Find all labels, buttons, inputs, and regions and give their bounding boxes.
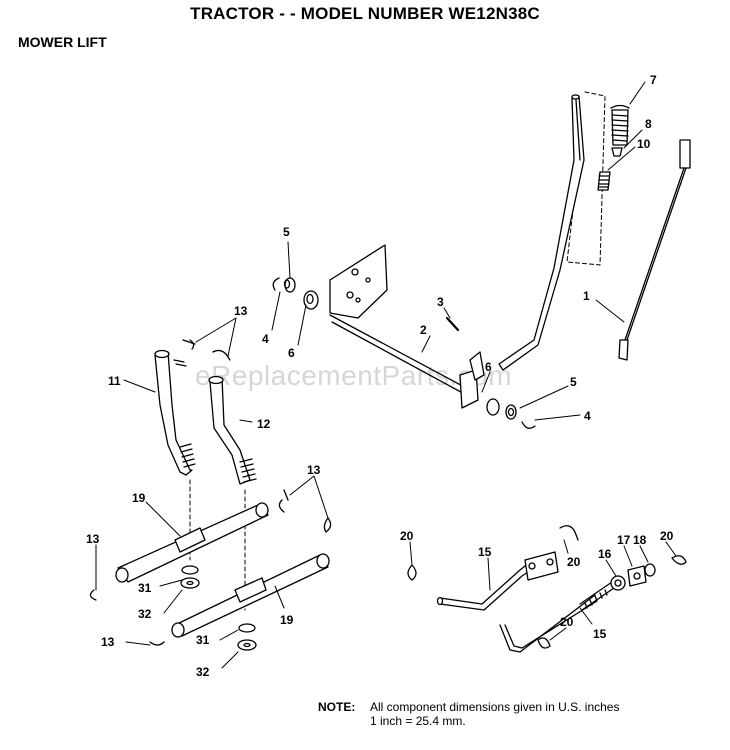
lift-lever: [498, 94, 585, 371]
lift-link-upper: [115, 502, 269, 583]
lift-link-lower: [171, 553, 330, 638]
adjuster-rod-upper: [436, 551, 559, 611]
callout-31: 31: [138, 581, 152, 595]
callout-5: 5: [283, 225, 290, 239]
lift-rod: [618, 139, 691, 361]
callout-20: 20: [660, 529, 674, 543]
callout-20: 20: [560, 615, 574, 629]
callout-3: 3: [437, 295, 444, 309]
callout-20: 20: [400, 529, 414, 543]
callout-7: 7: [650, 73, 657, 87]
note-label: NOTE:: [318, 700, 356, 714]
note-line-2: 1 inch = 25.4 mm.: [370, 714, 466, 728]
callout-6: 6: [485, 360, 492, 374]
watermark: eReplacementParts.com: [195, 360, 513, 391]
callout-19: 19: [132, 491, 146, 505]
callout-13: 13: [234, 304, 248, 318]
callout-16: 16: [598, 547, 612, 561]
callout-numbers: 7 8 10 1 5 4 6 3 2 13 11 12 6 5 4 13 19 …: [86, 73, 674, 679]
lift-arm-left: [154, 349, 196, 476]
callout-8: 8: [645, 117, 652, 131]
callout-19: 19: [280, 613, 294, 627]
callout-15: 15: [593, 627, 607, 641]
callout-20: 20: [567, 555, 581, 569]
callout-10: 10: [637, 137, 651, 151]
diagram-title: TRACTOR - - MODEL NUMBER WE12N38C: [190, 4, 540, 23]
callout-32: 32: [196, 665, 210, 679]
adjuster-rod-lower: [499, 581, 615, 653]
callout-12: 12: [257, 417, 271, 431]
lift-shaft: [329, 314, 471, 398]
callout-31: 31: [196, 633, 210, 647]
callout-17: 17: [617, 533, 631, 547]
callout-13: 13: [101, 635, 115, 649]
callout-13: 13: [86, 532, 100, 546]
callout-5: 5: [570, 375, 577, 389]
callout-1: 1: [583, 289, 590, 303]
pivot-bracket: [329, 244, 388, 319]
section-title: MOWER LIFT: [18, 34, 107, 50]
callout-4: 4: [262, 332, 269, 346]
callout-32: 32: [138, 607, 152, 621]
small-spring: [597, 171, 611, 191]
dimension-note: NOTE: All component dimensions given in U…: [318, 700, 619, 728]
callout-15: 15: [478, 545, 492, 559]
leader-lines: [95, 81, 677, 669]
note-line-1: All component dimensions given in U.S. i…: [370, 700, 620, 714]
grip-spring: [610, 104, 630, 146]
callout-6: 6: [288, 346, 295, 360]
lift-arm-right: [208, 375, 257, 485]
callout-2: 2: [420, 323, 427, 337]
callout-11: 11: [108, 374, 121, 388]
callout-13: 13: [307, 463, 321, 477]
callout-18: 18: [633, 533, 647, 547]
callout-4: 4: [584, 409, 591, 423]
